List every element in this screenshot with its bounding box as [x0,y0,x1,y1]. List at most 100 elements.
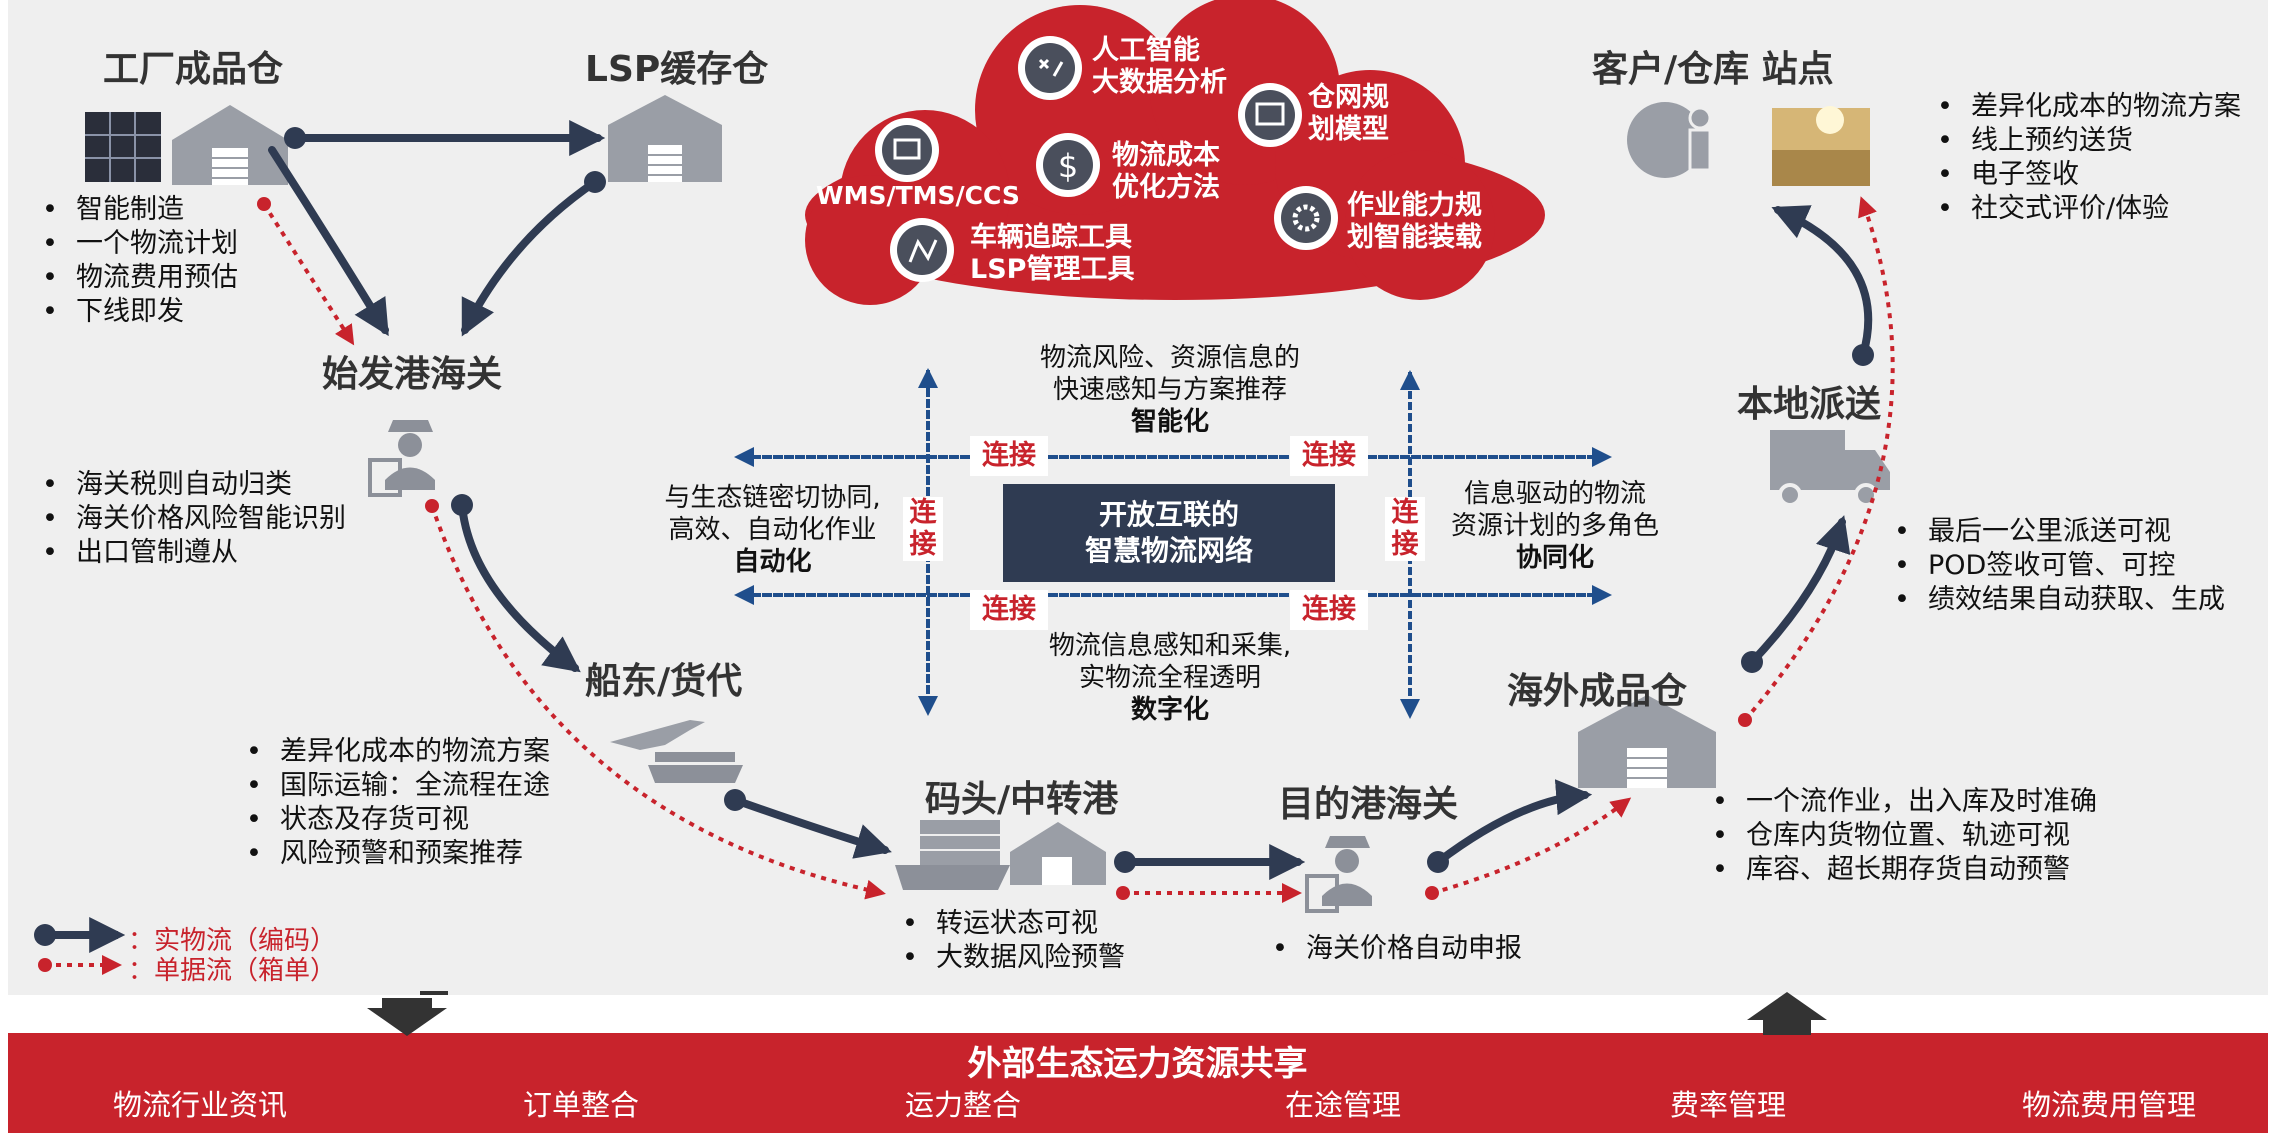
flow-dot [1427,851,1449,873]
container-ship-icon [895,820,1010,890]
flow-dot [584,171,606,193]
node-title-carrier: 船东/货代 [585,661,743,702]
connect-label-left: 连 接 [903,497,943,561]
dest-customs-officer-icon [1305,836,1372,913]
cloud-line: 大数据分析 [1092,67,1227,98]
doc-flow-dot [1425,886,1439,900]
center-text-bottom: 物流信息感知和采集, 实物流全程透明 数字化 [1005,630,1335,726]
list-item: 绩效结果自动获取、生成 [1892,583,2225,617]
flow-local-to-customer [1771,205,1873,359]
cargo-ship-icon [648,752,743,783]
list-item: 一个流作业，出入库及时准确 [1710,785,2097,819]
customer-bullets: 差异化成本的物流方案 线上预约送货 电子签收 社交式评价/体验 [1935,90,2241,226]
list-item: 线上预约送货 [1935,124,2241,158]
list-item: 一个物流计划 [40,227,238,261]
flow-origin-customs-to-carrier [458,501,581,673]
doc-flow-dot [425,499,439,513]
text-line: 协同化 [1515,543,1594,573]
cloud-line: 优化方法 [1112,172,1220,203]
text-line: 数字化 [1130,695,1209,725]
flow-lsp-to-origin-customs [461,178,599,337]
factory-bullets: 智能制造 一个物流计划 物流费用预估 下线即发 [40,193,238,329]
list-item: 国际运输：全流程在途 [244,769,550,803]
flow-dest-customs-to-overseas [1434,779,1593,866]
overseas-warehouse-icon [1578,695,1716,788]
text-line: 物流风险、资源信息的 [1039,343,1300,373]
flow-dot [724,789,746,811]
legend-document-line [38,955,122,975]
list-item: 状态及存货可视 [244,803,550,837]
list-item: 仓库内货物位置、轨迹可视 [1710,819,2097,853]
list-item: 物流费用预估 [40,261,238,295]
cloud-label-ai: 人工智能 大数据分析 [1092,35,1227,99]
list-item: 出口管制遵从 [40,536,346,570]
lsp-warehouse-icon [608,95,722,182]
terminal-bullets: 转运状态可视 大数据风险预警 [900,907,1125,975]
gear-icon [1274,186,1338,250]
cloud-label-wms: WMS/TMS/CCS [816,181,1020,210]
cloud-label-network: 仓网规 划模型 [1308,82,1389,146]
connect-char: 接 [909,529,937,560]
terminal-warehouse-icon [1010,822,1106,885]
node-title-overseas: 海外成品仓 [1507,671,1688,712]
flow-dot [284,127,306,149]
connect-char: 连 [909,497,937,528]
cloud-line: 车辆追踪工具 [970,222,1132,253]
node-title-factory: 工厂成品仓 [103,49,284,90]
flow-dot [1114,851,1136,873]
airplane-icon [610,720,705,750]
core-line: 开放互联的 [1098,498,1239,531]
flow-factory-to-origin-customs [268,146,389,337]
node-title-terminal: 码头/中转港 [925,779,1119,820]
doc-flow-dot [1738,713,1752,727]
cloud-label-tracking: 车辆追踪工具 LSP管理工具 [970,222,1134,286]
node-title-origin-customs: 始发港海关 [322,354,503,395]
legend-document-label: ：单据流（箱单） [128,956,337,986]
truck-icon [1770,430,1890,507]
list-item: 转运状态可视 [900,907,1125,941]
doc-flow-factory-to-customs [262,202,355,346]
text-line: 自动化 [733,547,812,577]
center-text-left: 与生态链密切协同, 高效、自动化作业 自动化 [640,482,905,578]
list-item: 智能制造 [40,193,238,227]
text-line: 快速感知与方案推荐 [1052,375,1287,405]
list-item: 库容、超长期存货自动预警 [1710,853,2097,887]
ecosystem-item: 订单整合 [523,1088,640,1122]
list-item: 海关价格自动申报 [1270,932,1522,966]
doc-flow-overseas-to-customer [1743,196,1895,722]
list-item: 大数据风险预警 [900,941,1125,975]
list-item-continuation: 状态及存货可视 [280,804,469,835]
tracking-tool-icon [890,218,954,282]
doc-flow-dot [1116,886,1130,900]
legend-physical-label: ：实物流（编码） [128,926,337,956]
list-item: 最后一公里派送可视 [1892,515,2225,549]
node-title-local-delivery: 本地派送 [1737,384,1882,425]
carrier-bullets: 差异化成本的物流方案 国际运输：全流程在途 状态及存货可视 风险预警和预案推荐 [244,735,550,871]
wms-system-icon [875,118,939,182]
cloud-line: 划模型 [1308,114,1389,145]
ecosystem-item: 在途管理 [1285,1088,1402,1122]
connect-label-right: 连 接 [1385,497,1425,561]
list-item: 海关价格风险智能识别 [40,502,346,536]
node-title-customer: 客户/仓库 站点 [1592,49,1834,90]
connect-label-bottom-right: 连接 [1290,590,1368,630]
doc-flow-dot [257,197,271,211]
flow-dot [451,494,473,516]
center-text-right: 信息驱动的物流 资源计划的多角色 协同化 [1435,478,1675,574]
up-arrow [1747,992,1827,1035]
ecosystem-title: 外部生态运力资源共享 [967,1044,1308,1084]
list-item: 下线即发 [40,295,238,329]
list-item: 差异化成本的物流方案 [244,735,550,769]
list-item: 风险预警和预案推荐 [244,837,550,871]
flow-dot [1741,651,1763,673]
ai-analysis-icon [1018,36,1082,100]
ecosystem-band [8,1033,2268,1133]
cloud-label-capacity: 作业能力规 划智能装载 [1347,190,1482,254]
list-item: POD签收可管、可控 [1892,549,2225,583]
cloud-line: 仓网规 [1308,82,1389,113]
list-item: 海关税则自动归类 [40,468,346,502]
globe-person-icon [1627,102,1712,178]
connect-label-top-left: 连接 [970,436,1048,476]
ecosystem-item: 费率管理 [1670,1088,1787,1122]
